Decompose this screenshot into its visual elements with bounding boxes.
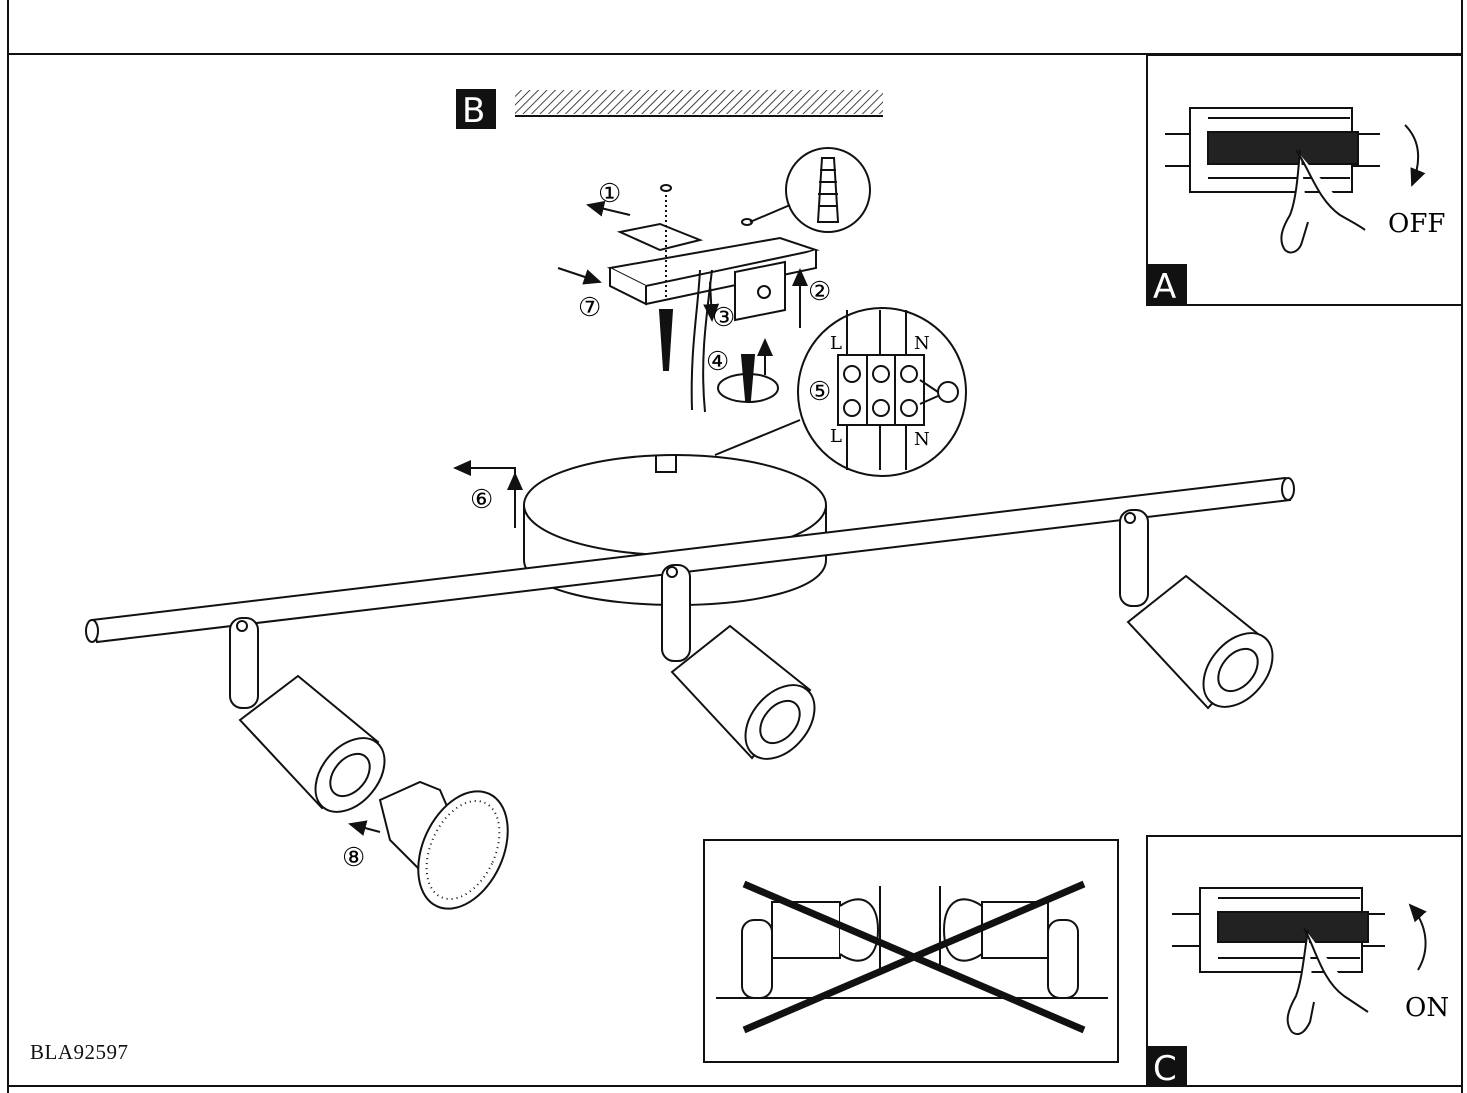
step-arrows <box>348 200 808 836</box>
ceiling-hatch <box>515 90 883 114</box>
spotlight-left <box>229 617 386 813</box>
hand-icon <box>1286 927 1369 1036</box>
step-1-label: ① <box>598 179 621 209</box>
switch-off-label: OFF <box>1388 209 1445 239</box>
spotlight-bar <box>85 476 1295 644</box>
model-code: BLA92597 <box>30 1040 129 1064</box>
breaker-panel-icon <box>1165 107 1380 193</box>
terminal-block-detail <box>714 307 967 477</box>
gu10-bulb <box>378 780 509 910</box>
terminal-label-top-l: L <box>830 333 842 354</box>
step-4-label: ④ <box>706 347 729 377</box>
panel-c-badge <box>1147 1046 1187 1086</box>
terminal-label-bottom-n: N <box>914 429 930 450</box>
terminal-label-top-n: N <box>914 333 930 354</box>
hand-icon <box>1280 149 1366 254</box>
panel-c-switch-on: ON C <box>1146 835 1463 1089</box>
arrow-up-icon <box>1408 903 1427 971</box>
step-8-label: ⑧ <box>342 843 365 873</box>
step-5-label: ⑤ <box>808 377 831 407</box>
prohibited-arrangement-panel <box>703 839 1119 1063</box>
panel-b-header: B <box>456 89 883 131</box>
panel-a-badge <box>1147 264 1187 304</box>
arrow-down-icon <box>1404 124 1426 187</box>
step-6-label: ⑥ <box>470 485 493 515</box>
step-3-label: ③ <box>712 303 735 333</box>
panel-a-switch-off: OFF A <box>1146 54 1463 307</box>
step-7-label: ⑦ <box>578 293 601 323</box>
panel-a-badge-label: A <box>1153 267 1176 307</box>
mounting-bracket <box>606 184 820 413</box>
spotlight-right <box>1119 509 1274 710</box>
wall-plug-detail <box>749 147 871 233</box>
terminal-label-bottom-l: L <box>830 426 842 447</box>
switch-on-label: ON <box>1405 993 1449 1023</box>
spotlight-middle <box>661 564 816 760</box>
panel-c-badge-label: C <box>1153 1049 1177 1089</box>
panel-b-badge-label: B <box>462 91 485 131</box>
step-2-label: ② <box>808 277 831 307</box>
breaker-panel-icon <box>1172 887 1385 973</box>
